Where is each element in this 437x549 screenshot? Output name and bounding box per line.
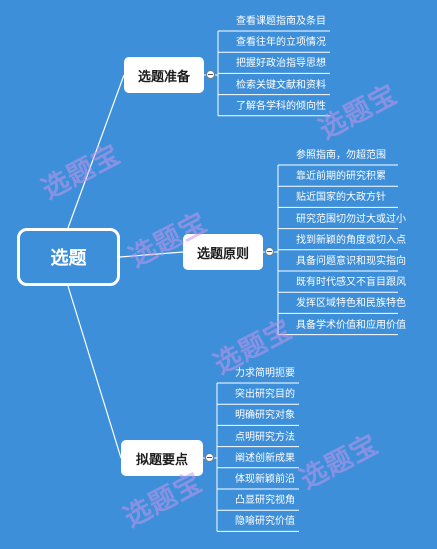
- leaf-item[interactable]: 力求简明扼要: [235, 368, 295, 379]
- leaf-item[interactable]: 隐喻研究价值: [235, 516, 295, 528]
- leaf-item[interactable]: 查看往年的立项情况: [236, 37, 326, 49]
- leaf-item[interactable]: 凸显研究视角: [235, 495, 295, 507]
- leaf-item[interactable]: 靠近前期的研究积累: [296, 171, 386, 183]
- leaf-item[interactable]: 点明研究方法: [235, 431, 295, 443]
- leaf-item[interactable]: 查看课题指南及条目: [236, 16, 326, 27]
- connector-root-to-branch-3: [67, 285, 122, 459]
- leaf-item[interactable]: 参照指南，勿超范围: [296, 150, 386, 161]
- leaf-item[interactable]: 研究范围切勿过大或过小: [296, 213, 406, 225]
- leaf-item[interactable]: 了解各学科的倾向性: [236, 100, 326, 112]
- leaf-item[interactable]: 具备学术价值和应用价值: [296, 319, 406, 331]
- leaf-item[interactable]: 体现新颖前沿: [235, 474, 295, 485]
- leaf-item[interactable]: 明确研究对象: [235, 410, 295, 422]
- leaf-item[interactable]: 贴近国家的大政方针: [296, 192, 386, 204]
- collapse-toggle-icon[interactable]: [205, 453, 214, 462]
- leaf-item[interactable]: 既有时代感又不盲目跟风: [296, 277, 406, 289]
- collapse-toggle-icon[interactable]: [206, 70, 215, 79]
- leaf-item[interactable]: 阐述创新成果: [235, 452, 295, 464]
- leaf-item[interactable]: 检索关键文献和资料: [236, 79, 326, 91]
- connector-root-to-branch-2: [119, 251, 184, 258]
- leaf-item[interactable]: 具备问题意识和现实指向: [296, 256, 406, 267]
- leaf-item[interactable]: 把握好政治指导思想: [236, 58, 326, 70]
- connector-root-to-branch-1: [67, 74, 125, 229]
- root-node[interactable]: 选题: [17, 228, 120, 286]
- leaf-item[interactable]: 发挥区域特色和民族特色: [296, 298, 406, 310]
- branch-node-3[interactable]: 拟题要点: [121, 440, 203, 476]
- branch-node-2[interactable]: 选题原则: [183, 234, 263, 270]
- leaf-item[interactable]: 突出研究目的: [235, 389, 295, 401]
- branch-node-1[interactable]: 选题准备: [124, 57, 204, 93]
- collapse-toggle-icon[interactable]: [265, 247, 274, 256]
- leaf-item[interactable]: 找到新颖的角度或切入点: [296, 234, 406, 246]
